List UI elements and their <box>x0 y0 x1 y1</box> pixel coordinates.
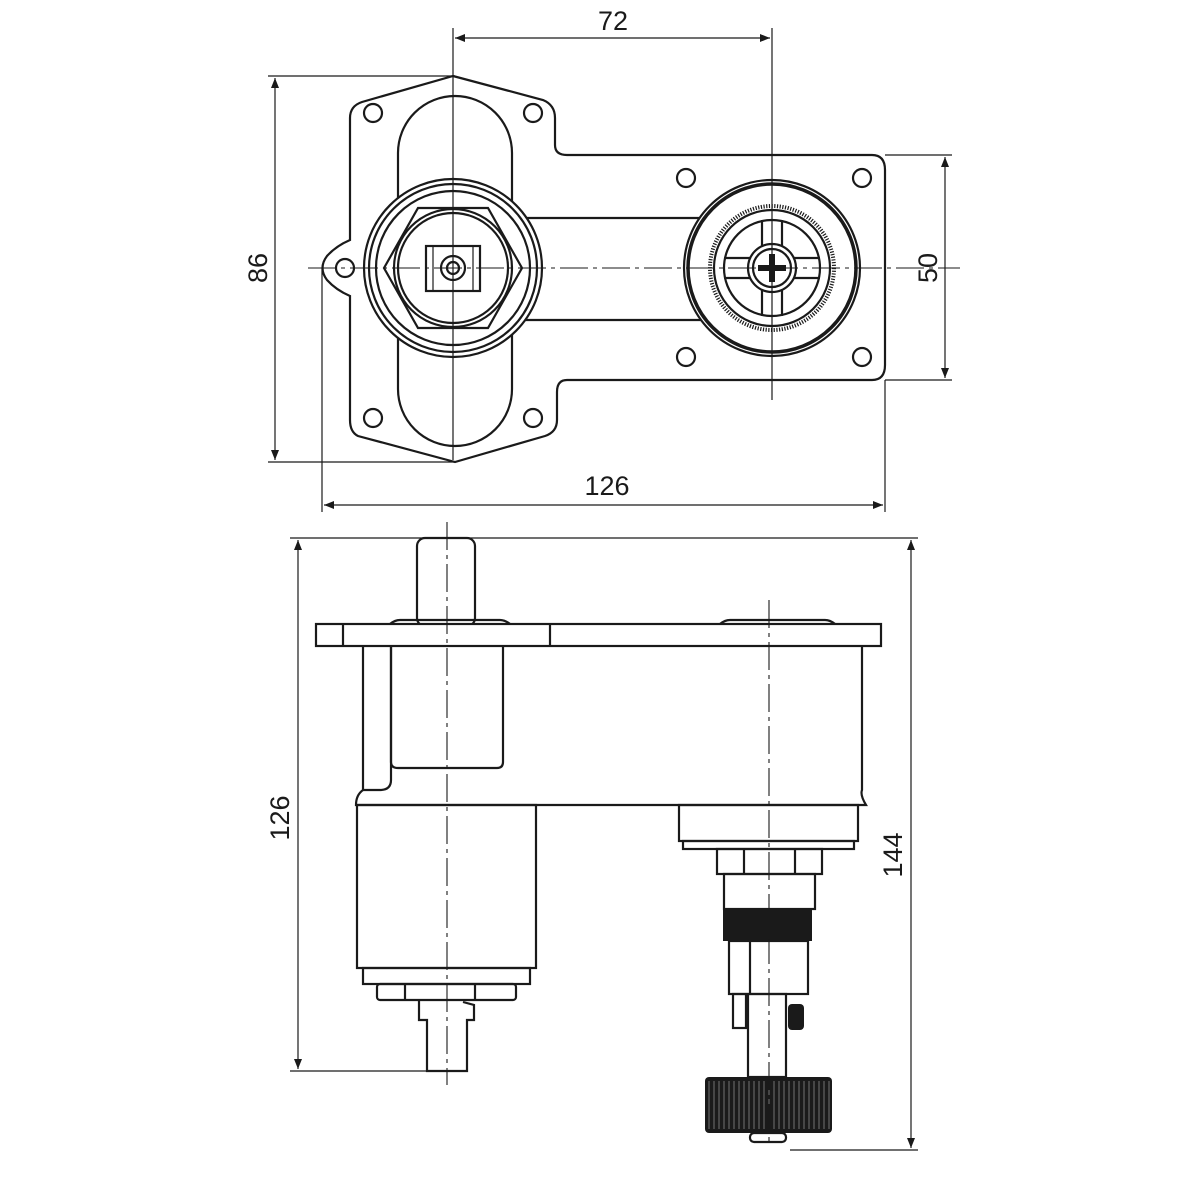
hole-icon <box>362 407 384 429</box>
spindle <box>746 992 788 1079</box>
threaded-section <box>723 909 812 941</box>
dimension-label: 126 <box>584 471 629 501</box>
top-view <box>308 28 960 464</box>
dimension-72: 72 <box>455 6 770 42</box>
dimension-144: 144 <box>790 540 918 1151</box>
hole-icon <box>675 346 697 368</box>
hole-icon <box>675 167 697 189</box>
top-stem <box>415 536 477 628</box>
hole-icon <box>851 346 873 368</box>
mounting-plate-outline <box>321 74 887 464</box>
hole-icon <box>522 407 544 429</box>
mounting-plate <box>314 622 883 648</box>
side-view <box>314 522 883 1145</box>
hole-icon <box>851 167 873 189</box>
dimension-126-top: 126 <box>321 268 886 512</box>
dimension-label: 72 <box>598 6 628 36</box>
dimension-label: 144 <box>878 832 908 877</box>
dimension-label: 126 <box>265 795 295 840</box>
channel <box>512 216 705 322</box>
dimension-126-side: 126 <box>265 537 918 1072</box>
dimension-label: 50 <box>913 253 943 283</box>
dimension-50: 50 <box>885 154 952 381</box>
hole-icon <box>362 102 384 124</box>
bottom-stem <box>417 1000 476 1073</box>
dimension-label: 86 <box>243 253 273 283</box>
hole-icon <box>522 102 544 124</box>
dimension-86: 86 <box>243 75 455 463</box>
upper-body <box>354 646 868 807</box>
